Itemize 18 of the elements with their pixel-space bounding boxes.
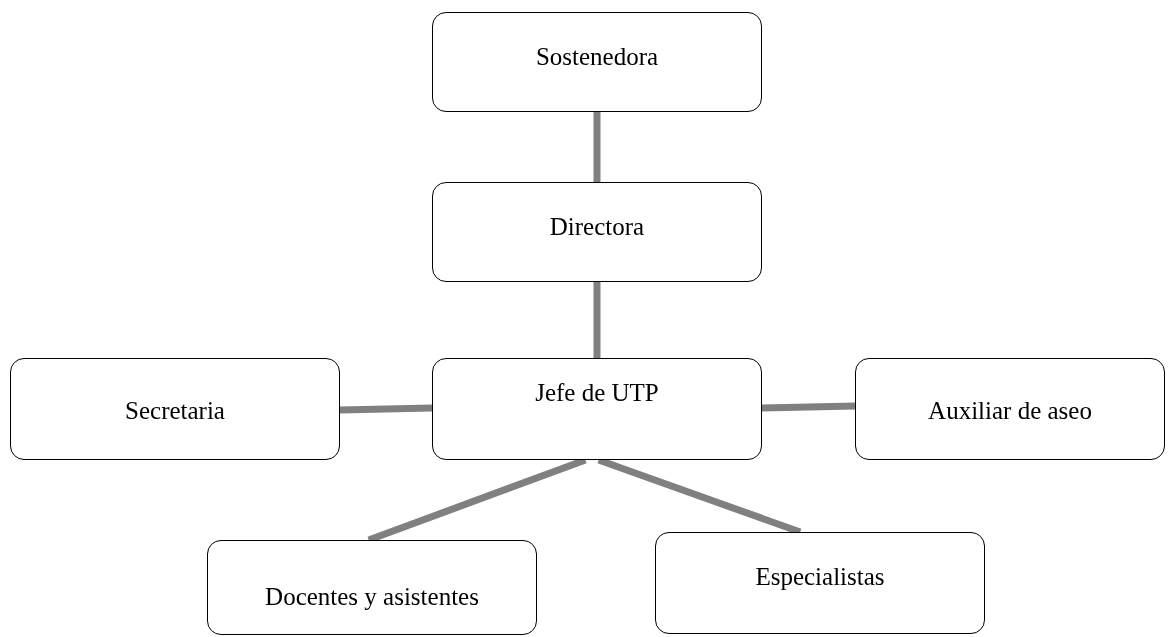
org-box xyxy=(207,540,537,635)
connector-line xyxy=(593,112,601,182)
org-box xyxy=(655,532,985,634)
connector-line xyxy=(593,282,601,358)
connector-line xyxy=(339,404,433,414)
org-box xyxy=(432,182,762,282)
role-label: Auxiliar de aseo xyxy=(927,397,1093,425)
role-label: Especialistas xyxy=(754,563,886,591)
role-label: Directora xyxy=(548,213,646,241)
org-box xyxy=(432,12,762,112)
role-label: Docentes y asistentes xyxy=(264,583,480,611)
org-box xyxy=(432,358,762,460)
role-label: Jefe de UTP xyxy=(534,379,660,407)
role-label: Sostenedora xyxy=(534,43,660,71)
connector-line xyxy=(761,402,856,412)
org-box xyxy=(10,358,340,460)
role-label: Secretaria xyxy=(124,397,226,425)
org-box xyxy=(855,358,1165,460)
